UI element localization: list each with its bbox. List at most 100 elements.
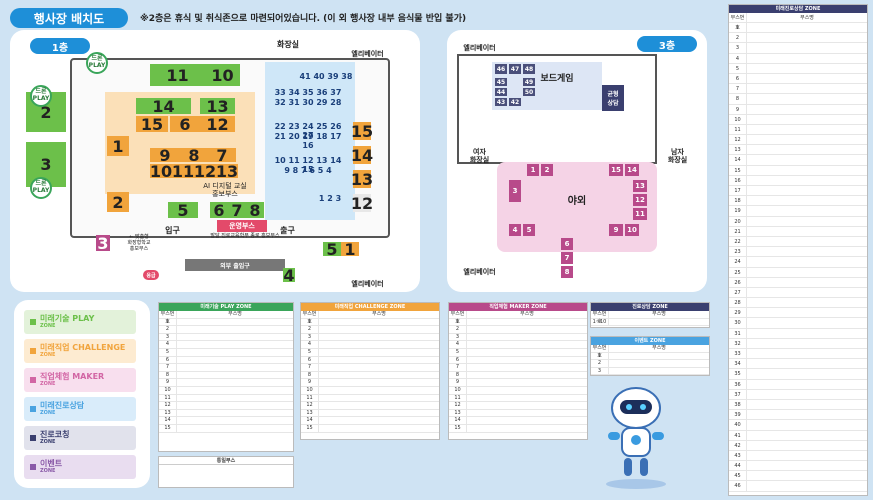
table-row: 8 xyxy=(729,94,867,105)
f3-booth-44[interactable]: 44 xyxy=(495,88,507,96)
drone-play-3[interactable]: 드론 PLAY xyxy=(30,177,52,199)
floor3-label: 3층 xyxy=(637,36,697,52)
booth-13[interactable]: 13 xyxy=(200,97,235,116)
drone-play-1[interactable]: 드론 PLAY xyxy=(86,52,108,74)
booth-12[interactable]: 12 xyxy=(193,161,217,181)
f3-booth-48[interactable]: 48 xyxy=(523,64,535,74)
f3-pk-5[interactable]: 5 xyxy=(523,224,535,236)
booth-10[interactable]: 10 xyxy=(149,161,173,181)
booth-name xyxy=(747,33,867,42)
booth-14-r[interactable]: 14 xyxy=(350,145,374,165)
f3-pk-6[interactable]: 6 xyxy=(561,238,573,250)
booth-name xyxy=(747,125,867,134)
booth-name xyxy=(747,64,867,73)
booth-7[interactable]: 7 xyxy=(208,146,236,165)
table-row: 31 xyxy=(729,328,867,339)
f3-pk-1[interactable]: 1 xyxy=(527,164,539,176)
booth-name xyxy=(467,417,587,424)
f3-booth-45[interactable]: 45 xyxy=(495,78,507,86)
f3-pk-2[interactable]: 2 xyxy=(541,164,553,176)
f3-pk-8[interactable]: 8 xyxy=(561,266,573,278)
booth-5-g[interactable]: 5 xyxy=(168,201,198,220)
f3-pk-7[interactable]: 7 xyxy=(561,252,573,264)
table-row: 9 xyxy=(301,379,439,387)
f3-pk-12[interactable]: 12 xyxy=(633,194,647,206)
first-aid[interactable]: 응급 xyxy=(143,270,159,280)
table-row: 10 xyxy=(449,386,587,395)
drone-play-2[interactable]: 드론 PLAY xyxy=(30,85,52,107)
f3-booth-49[interactable]: 49 xyxy=(523,78,535,86)
booth-name xyxy=(319,379,439,386)
booth-2-o[interactable]: 2 xyxy=(107,192,129,212)
f3-booth-46[interactable]: 46 xyxy=(495,64,507,74)
f3-pk-11[interactable]: 11 xyxy=(633,208,647,220)
booth-number: 9 xyxy=(729,104,747,114)
consult-booth[interactable]: 균형 상담 xyxy=(602,85,624,111)
f3-elevator-2: 엘리베이터 xyxy=(463,268,496,276)
table-row: 1~10 xyxy=(591,318,709,327)
booth-name xyxy=(319,349,439,356)
f3-pk-3[interactable]: 3 xyxy=(509,180,521,202)
booth-11[interactable]: 11 xyxy=(150,64,205,86)
booth-6[interactable]: 6 xyxy=(210,201,228,220)
booth-name xyxy=(747,115,867,124)
booth-name xyxy=(319,341,439,348)
booth-14[interactable]: 14 xyxy=(136,97,191,116)
table-row: 8 xyxy=(159,371,293,380)
f3-pk-13[interactable]: 13 xyxy=(633,180,647,192)
booth-number: 3 xyxy=(729,43,747,53)
f3-booth-43[interactable]: 43 xyxy=(495,98,507,106)
booth-number: 13 xyxy=(449,409,467,417)
table-row: 7 xyxy=(449,364,587,372)
booth-3-mobile[interactable]: 3 xyxy=(96,233,110,253)
ops-booth[interactable]: 운영부스 xyxy=(217,220,267,232)
table-row: 33 xyxy=(729,349,867,360)
f3-booth-50[interactable]: 50 xyxy=(523,88,535,96)
booth-11-o[interactable]: 11 xyxy=(171,161,195,181)
f3-booth-47[interactable]: 47 xyxy=(509,64,521,74)
booth-name xyxy=(319,319,439,326)
booth-10-g[interactable]: 10 xyxy=(205,64,240,86)
outer-entrance[interactable]: 외부 출입구 xyxy=(185,259,285,271)
booth-12-r[interactable]: 12 xyxy=(350,193,374,213)
booth-5[interactable]: 5 xyxy=(323,240,341,259)
booth-number: 17 xyxy=(729,186,747,196)
booth-number: 9 xyxy=(301,379,319,386)
booth-4[interactable]: 4 xyxy=(283,265,295,285)
f3-pk-15[interactable]: 15 xyxy=(609,164,623,176)
booth-1-o[interactable]: 1 xyxy=(107,136,129,156)
booth-12-o[interactable]: 12 xyxy=(200,115,235,134)
booth-7-g[interactable]: 7 xyxy=(228,201,246,220)
legend-swatch xyxy=(30,464,36,470)
booth-number: 4 xyxy=(729,53,747,63)
booth-number: 23 xyxy=(729,247,747,257)
booth-15-r[interactable]: 15 xyxy=(350,121,374,141)
mobile-label: ← 맞춤형 화장형학교 홍보부스 xyxy=(127,234,151,252)
table-row: 6 xyxy=(449,356,587,365)
booth-9[interactable]: 9 xyxy=(150,146,180,165)
table-row: 14 xyxy=(729,155,867,166)
legend-zone: ZONE xyxy=(40,410,56,416)
booth-16-o[interactable]: 6 xyxy=(170,115,200,134)
booth-13-r[interactable]: 13 xyxy=(350,169,374,189)
booth-name xyxy=(747,176,867,185)
booth-15-o[interactable]: 15 xyxy=(136,115,168,134)
booth-8-g[interactable]: 8 xyxy=(246,201,264,220)
f3-booth-42[interactable]: 42 xyxy=(509,98,521,106)
table-row: 19 xyxy=(729,206,867,217)
booth-name xyxy=(319,334,439,341)
f3-pk-10[interactable]: 10 xyxy=(625,224,639,236)
table-row: 12 xyxy=(729,135,867,146)
booth-name xyxy=(609,319,709,326)
booth-name xyxy=(747,288,867,297)
f3-pk-14[interactable]: 14 xyxy=(625,164,639,176)
booth-1-b[interactable]: 1 xyxy=(341,240,359,259)
maker-table-title: 직업체험 MAKER ZONE xyxy=(449,303,587,311)
f3-pk-4[interactable]: 4 xyxy=(509,224,521,236)
booth-13-o[interactable]: 13 xyxy=(215,161,239,181)
booth-name xyxy=(747,227,867,236)
booth-8[interactable]: 8 xyxy=(180,146,208,165)
f3-pk-9[interactable]: 9 xyxy=(609,224,623,236)
